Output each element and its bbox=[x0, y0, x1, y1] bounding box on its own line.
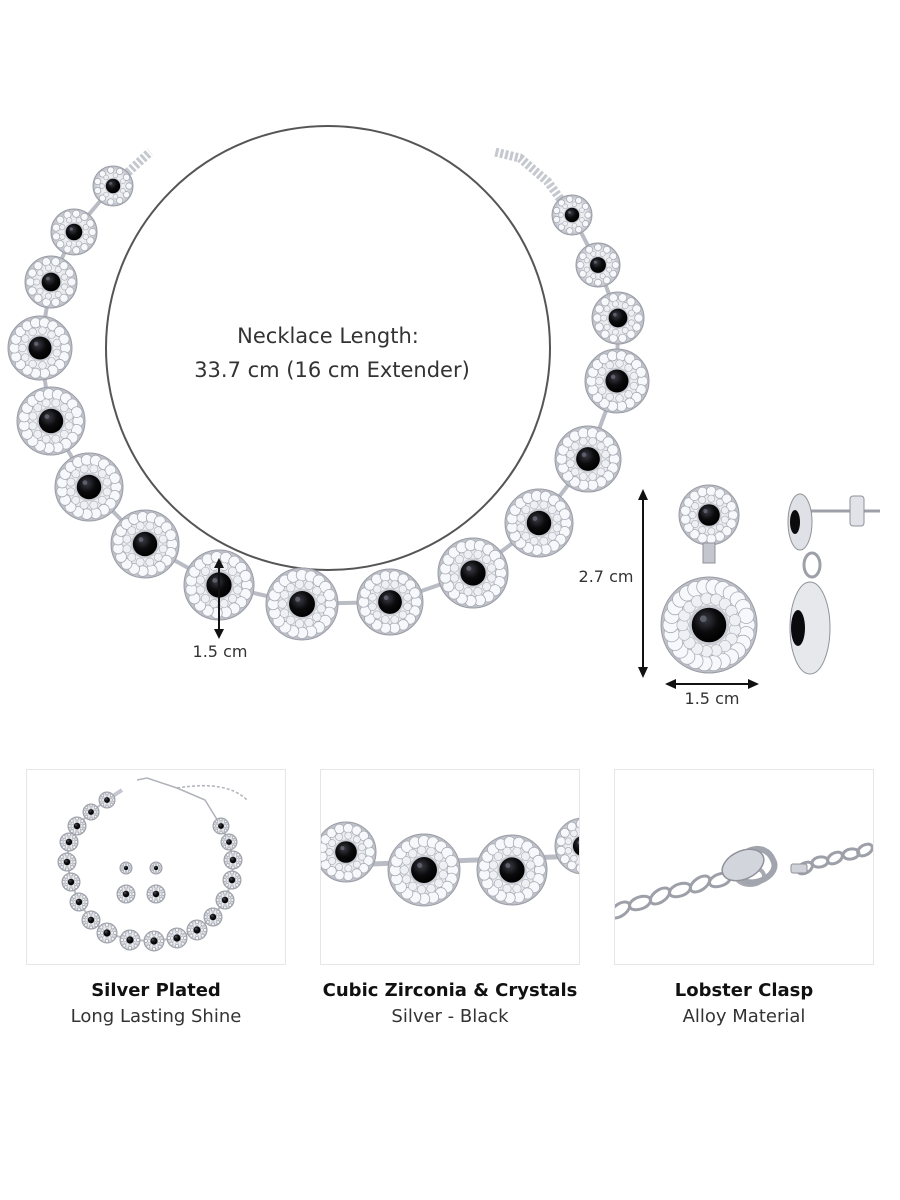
necklace-crystal-cluster bbox=[575, 242, 621, 288]
thumb-necklace-cluster bbox=[82, 803, 100, 821]
earring-width-arrow bbox=[665, 679, 759, 689]
necklace-crystal-cluster bbox=[504, 488, 574, 558]
necklace-crystal-cluster bbox=[591, 291, 645, 345]
closeup-crystal-cluster bbox=[321, 821, 377, 883]
earring-drop-cluster bbox=[660, 576, 758, 674]
thumb-necklace-cluster bbox=[96, 922, 118, 944]
necklace-crystal-cluster bbox=[437, 537, 509, 609]
necklace-crystal-cluster bbox=[110, 509, 180, 579]
thumb-necklace-cluster bbox=[186, 919, 208, 941]
thumb-crystal-closeup bbox=[321, 770, 579, 964]
feature-title: Silver Plated bbox=[91, 980, 221, 1001]
necklace-crystal-cluster bbox=[265, 567, 339, 641]
earring-height-label: 2.7 cm bbox=[579, 567, 634, 586]
earring-side-view bbox=[787, 493, 880, 675]
thumb-necklace-cluster bbox=[222, 870, 242, 890]
thumb-necklace-cluster bbox=[61, 872, 81, 892]
thumb-earring-top bbox=[149, 861, 163, 875]
thumb-necklace-cluster bbox=[59, 832, 79, 852]
feature-title: Cubic Zirconia & Crystals bbox=[322, 980, 578, 1001]
thumb-earring-drop bbox=[146, 884, 166, 904]
earring-width-label: 1.5 cm bbox=[685, 689, 740, 708]
thumb-necklace-cluster bbox=[67, 816, 87, 836]
neck-outline bbox=[105, 125, 551, 571]
feature-subtitle: Silver - Black bbox=[391, 1006, 509, 1027]
necklace-crystal-cluster bbox=[551, 194, 593, 236]
thumb-necklace-cluster bbox=[98, 791, 116, 809]
necklace-crystal-cluster bbox=[554, 425, 622, 493]
feature-silver-plated: Silver Plated Long Lasting Shine bbox=[6, 978, 306, 1030]
product-hero-image: Necklace Length: 33.7 cm (16 cm Extender… bbox=[7, 125, 880, 708]
earrings bbox=[660, 484, 880, 675]
pendant-width-label: 1.5 cm bbox=[193, 642, 248, 661]
thumb-necklace-cluster bbox=[69, 892, 89, 912]
necklace-length-value: 33.7 cm (16 cm Extender) bbox=[194, 358, 470, 382]
thumb-necklace-cluster bbox=[215, 890, 235, 910]
necklace-crystal-cluster bbox=[50, 208, 98, 256]
thumb-necklace-cluster bbox=[220, 833, 238, 851]
thumb-full-set bbox=[27, 770, 285, 964]
feature-title: Lobster Clasp bbox=[674, 980, 814, 1001]
necklace-crystal-cluster bbox=[584, 348, 650, 414]
thumb-necklace-cluster bbox=[119, 929, 141, 951]
thumb-necklace-cluster bbox=[212, 817, 230, 835]
closeup-crystal-cluster bbox=[387, 833, 461, 907]
closeup-crystal-cluster bbox=[554, 817, 579, 875]
thumb-necklace-cluster bbox=[223, 850, 243, 870]
necklace-crystal-cluster bbox=[7, 315, 73, 381]
thumb-earring-top bbox=[119, 861, 133, 875]
feature-subtitle: Alloy Material bbox=[682, 1006, 806, 1027]
closeup-crystal-cluster bbox=[476, 834, 548, 906]
feature-subtitle: Long Lasting Shine bbox=[70, 1006, 242, 1027]
necklace bbox=[7, 147, 650, 641]
feature-cubic-zirconia: Cubic Zirconia & Crystals Silver - Black bbox=[300, 978, 600, 1030]
earring-height-arrow bbox=[638, 489, 648, 678]
earring-link bbox=[702, 542, 716, 564]
thumb-necklace-cluster bbox=[57, 852, 77, 872]
earring-top-cluster bbox=[678, 484, 740, 546]
chain-strand-left bbox=[109, 148, 154, 190]
thumb-earring-drop bbox=[116, 884, 136, 904]
thumb-necklace-cluster bbox=[143, 930, 165, 952]
necklace-length-label: Necklace Length: bbox=[237, 324, 419, 348]
necklace-crystal-cluster bbox=[54, 452, 124, 522]
thumb-lobster-clasp bbox=[615, 770, 873, 964]
thumb-necklace-cluster bbox=[81, 910, 101, 930]
thumb-necklace-cluster bbox=[203, 907, 223, 927]
necklace-crystal-cluster bbox=[92, 165, 134, 207]
pendant-dimension-arrow bbox=[214, 558, 224, 639]
necklace-crystal-cluster bbox=[24, 255, 78, 309]
thumb-necklace-cluster bbox=[166, 927, 188, 949]
necklace-crystal-cluster bbox=[16, 386, 86, 456]
feature-lobster-clasp: Lobster Clasp Alloy Material bbox=[594, 978, 894, 1030]
necklace-crystal-cluster bbox=[356, 568, 424, 636]
